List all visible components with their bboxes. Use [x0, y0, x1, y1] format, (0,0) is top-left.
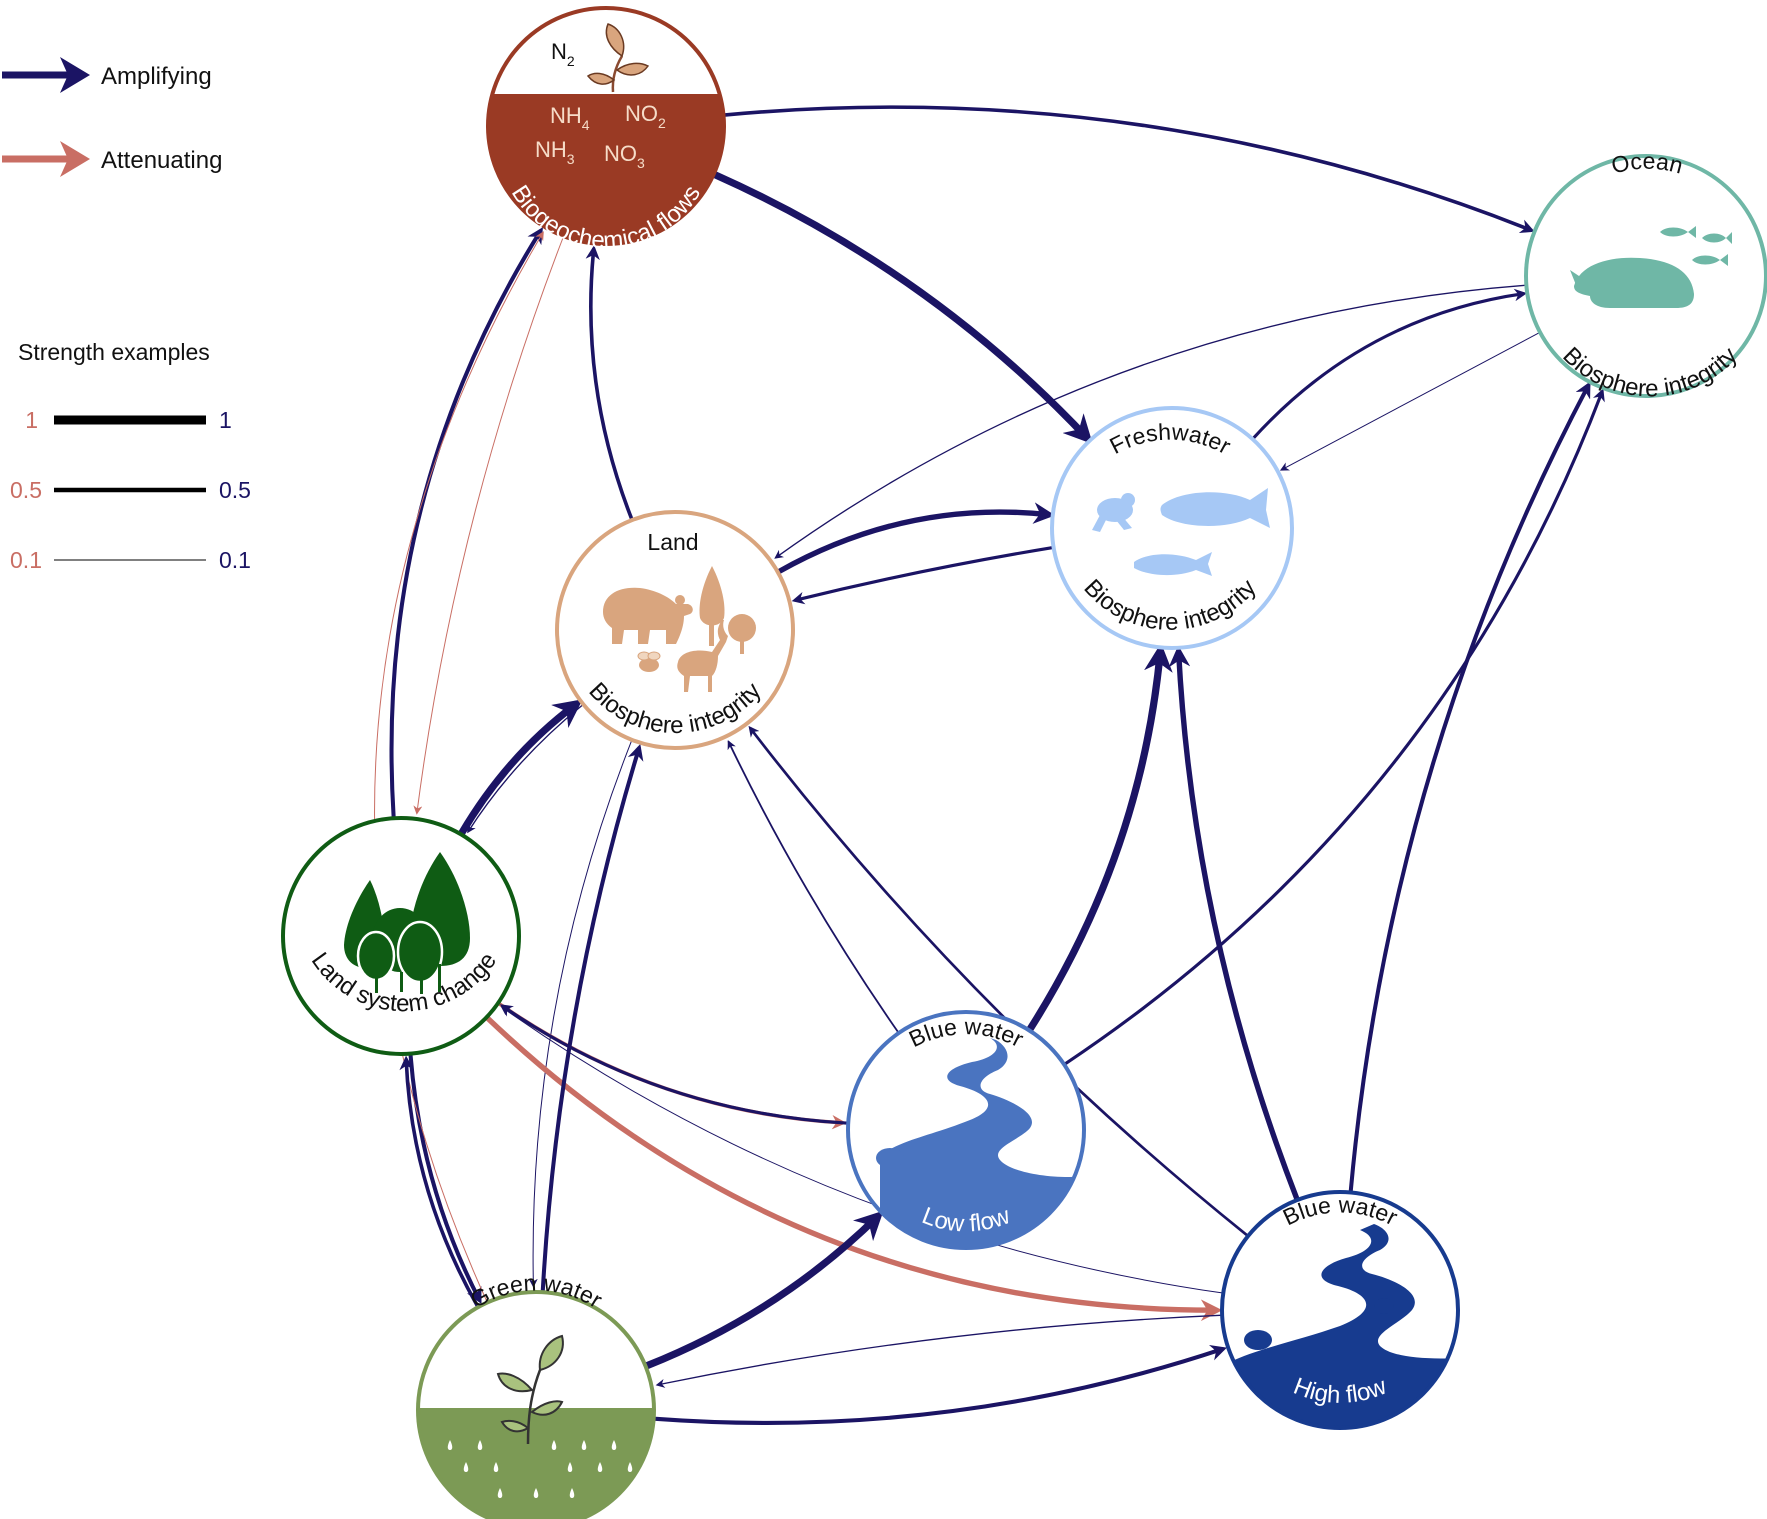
node-blue-water-low-flow: Blue water Low flow: [846, 1010, 1086, 1250]
edge-green-water-to-land: [540, 743, 644, 1293]
river-icon: [1230, 1224, 1458, 1428]
legend-amplifying-label: Amplifying: [101, 63, 212, 90]
node-blue-water-high-flow: Blue water High flow: [1220, 1190, 1460, 1430]
edge-land-to-green-water: [528, 741, 632, 1288]
edge-green-water-to-land-system: [399, 1055, 479, 1308]
edge-blue-low-to-ocean: [1064, 388, 1605, 1065]
edge-land-to-biogeochem: [585, 245, 634, 520]
soil-layer: [418, 1408, 654, 1519]
tree-icon: [699, 566, 756, 654]
node-ocean-biosphere: Ocean Biosphere integrity: [1524, 148, 1767, 402]
no3-label: NO3: [604, 141, 645, 171]
edge-green-water-to-blue-low: [643, 1210, 884, 1370]
edge-freshwater-to-ocean: [1251, 288, 1528, 441]
nh4-label: NH4: [550, 103, 590, 133]
edge-land-to-land-system: [467, 704, 583, 834]
edge-green-water-to-biogeochem: [374, 231, 544, 1302]
node-biogeochemical-flows: N2 NH4 NO2 NH3 NO3 Biogeochemical flows: [486, 6, 726, 254]
bear-icon: [603, 587, 693, 644]
edge-ocean-to-freshwater: [1279, 331, 1541, 471]
edge-freshwater-to-land: [791, 545, 1056, 605]
deer-icon: [677, 620, 728, 692]
frog-icon: [1092, 493, 1135, 532]
edge-blue-high-to-freshwater: [1168, 645, 1300, 1201]
land-title: Land: [647, 529, 698, 555]
edge-blue-high-to-green-water: [655, 1314, 1221, 1388]
legend-strength-05-left: 0.5: [10, 477, 42, 503]
edge-land-system-to-biogeochem: [389, 227, 543, 819]
edge-blue-high-to-land-system: [500, 1006, 1222, 1294]
legend-amplifying-arrowhead: [60, 57, 90, 93]
edge-blue-low-to-freshwater: [1026, 642, 1173, 1033]
water-drops-icon: [447, 1440, 633, 1498]
whale-icon: [1570, 257, 1694, 308]
legend-attenuating-arrowhead: [60, 141, 90, 177]
edge-blue-high-to-ocean: [1348, 381, 1591, 1193]
legend-strength-01-right: 0.1: [219, 547, 251, 573]
legend-strength-1-left: 1: [25, 407, 38, 433]
edge-biogeochem-to-freshwater: [712, 171, 1093, 445]
edge-biogeochem-to-ocean: [723, 105, 1535, 234]
edge-land-system-to-blue-high: [485, 1015, 1223, 1322]
river-icon: [876, 1038, 1084, 1248]
n2-label: N2: [551, 39, 575, 69]
plant-icon: [496, 1334, 564, 1445]
legend-strength-01-left: 0.1: [10, 547, 42, 573]
sapling-icon: [586, 23, 650, 93]
fish-large-icon: [1160, 488, 1270, 528]
legend-attenuating-label: Attenuating: [101, 147, 222, 174]
fish-school-icon: [1660, 226, 1732, 266]
node-land-system-change: Land system change: [281, 816, 521, 1056]
nh3-label: NH3: [535, 137, 575, 167]
edge-blue-low-to-land: [727, 740, 899, 1033]
node-green-water: Green water: [416, 1269, 656, 1519]
legend-strength-1-right: 1: [219, 407, 232, 433]
ocean-title: Ocean: [1609, 148, 1686, 179]
legend-strength-05-right: 0.5: [219, 477, 251, 503]
forest-icon: [344, 852, 470, 994]
edge-green-water-to-blue-high: [653, 1344, 1227, 1425]
edge-blue-low-to-land-system: [499, 1004, 848, 1125]
fish-small-icon: [1134, 552, 1212, 576]
edge-land-system-to-green-water: [408, 1053, 482, 1305]
edge-ocean-to-land: [774, 284, 1528, 559]
node-land-biosphere: Land Biosphere integrity: [555, 510, 795, 750]
bee-icon: [637, 651, 661, 672]
edge-blue-high-to-land: [748, 725, 1248, 1237]
no2-label: NO2: [625, 101, 666, 131]
node-freshwater-biosphere: Freshwater Biosphere integrity: [1050, 406, 1294, 650]
edge-land-system-to-land: [458, 699, 583, 837]
edge-biogeochem-to-land-system: [413, 237, 564, 815]
edges-layer: [374, 105, 1605, 1425]
edge-land-to-freshwater: [776, 502, 1056, 574]
edge-land-system-to-blue-low: [498, 1002, 847, 1130]
legend-strength-title: Strength examples: [18, 339, 210, 365]
legend: Amplifying Attenuating Strength examples…: [2, 57, 251, 573]
